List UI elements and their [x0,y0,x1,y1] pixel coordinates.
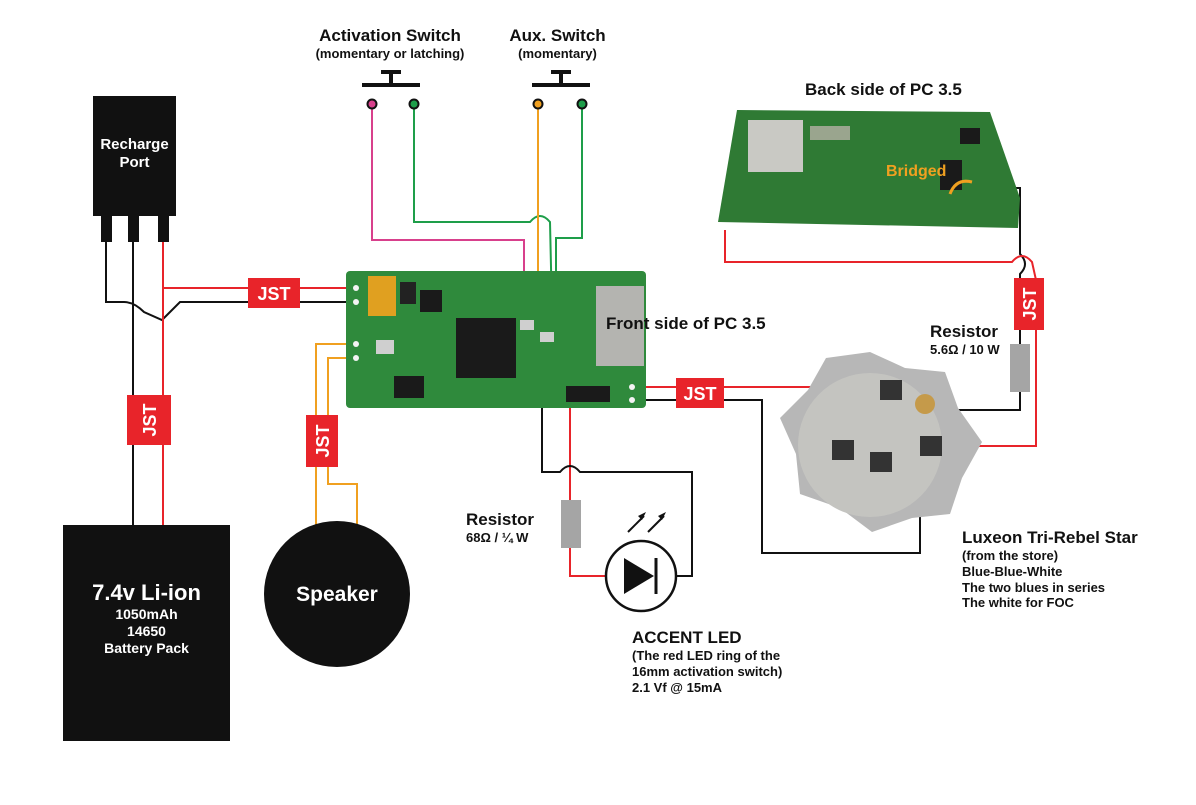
jst-label-led: JST [683,384,716,404]
battery-label: 7.4v Li-ion 1050mAh 14650 Battery Pack [63,580,230,657]
recharge-port-line1: Recharge [100,136,169,153]
accent-led-title: ACCENT LED [632,628,742,647]
back-pcb [718,110,1020,228]
jst-connectors: JST JST JST JST JST [127,278,1044,467]
jst-label-top: JST [257,284,290,304]
accent-led-line2: 16mm activation switch) [632,663,783,679]
main-resistor [1010,344,1030,392]
main-resistor-label: Resistor 5.6Ω / 10 W [930,322,1000,358]
wires [105,104,1037,577]
battery-cell-type: 14650 [127,623,166,640]
main-resistor-title: Resistor [930,322,999,341]
recharge-port-label: Recharge Port [93,136,176,172]
wire-speaker-orange-a [315,343,356,420]
bridged-label: Bridged [886,163,947,180]
accent-led-line1: (The red LED ring of the [632,648,781,664]
accent-led-line3: 2.1 Vf @ 15mA [632,679,722,695]
back-board-label: Back side of PC 3.5 [805,80,962,99]
battery-pack [63,525,230,741]
activation-switch-title: Activation Switch [319,26,461,45]
accent-resistor-title: Resistor [466,510,535,529]
luxeon-source: (from the store) [962,548,1059,564]
luxeon-colors: Blue-Blue-White [962,563,1063,579]
wire-recharge-black [105,240,300,322]
front-board-label: Front side of PC 3.5 [606,314,766,333]
jst-label-battery: JST [140,403,160,436]
activation-switch [362,70,420,87]
recharge-port-line2: Port [119,154,150,171]
jst-connector-speaker [306,415,338,467]
activation-switch-terminal-b [408,98,420,110]
accent-led-label: ACCENT LED (The red LED ring of the 16mm… [632,628,782,695]
aux-switch-subtitle: (momentary) [518,46,597,62]
luxeon-note-series: The two blues in series [962,579,1106,595]
wire-backboard-red [724,230,1037,281]
wire-led-black-2 [724,399,921,554]
luxeon-label: Luxeon Tri-Rebel Star (from the store) B… [962,528,1138,611]
battery-capacity: 1050mAh [115,606,178,623]
accent-led-symbol [604,512,678,613]
aux-switch-terminal-a [532,98,544,110]
accent-resistor [561,500,581,548]
accent-resistor-label: Resistor 68Ω / ¼ W [466,510,534,546]
wire-accent-red-low [569,548,606,577]
jst-label-resistor: JST [1020,287,1040,320]
accent-resistor-value: 68Ω / ¼ W [466,530,529,546]
wire-accent-black [541,375,693,577]
main-resistor-value: 5.6Ω / 10 W [930,342,1000,358]
front-pcb [346,271,646,408]
battery-title: 7.4v Li-ion [92,580,201,605]
activation-switch-label: Activation Switch (momentary or latching… [300,26,480,62]
speaker-body [264,521,410,667]
jst-connector-battery [127,395,171,445]
recharge-port [93,96,176,242]
activation-switch-subtitle: (momentary or latching) [315,46,465,62]
jst-connector-resistor [1014,278,1044,330]
luxeon-note-foc: The white for FOC [962,595,1074,611]
battery-desc: Battery Pack [104,639,189,656]
jst-connector-top [248,278,300,308]
jst-label-speaker: JST [313,424,333,457]
activation-switch-terminal-a [366,98,378,110]
aux-switch-label: Aux. Switch (momentary) [490,26,625,62]
speaker-label: Speaker [296,583,378,606]
aux-switch [532,70,590,87]
aux-switch-title: Aux. Switch [509,26,606,45]
wire-backboard-black [960,187,1026,344]
wire-speaker-orange-d [327,465,358,526]
luxeon-title: Luxeon Tri-Rebel Star [962,528,1138,547]
aux-switch-terminal-b [576,98,588,110]
jst-connector-led [676,378,724,408]
luxeon-star [780,352,982,532]
